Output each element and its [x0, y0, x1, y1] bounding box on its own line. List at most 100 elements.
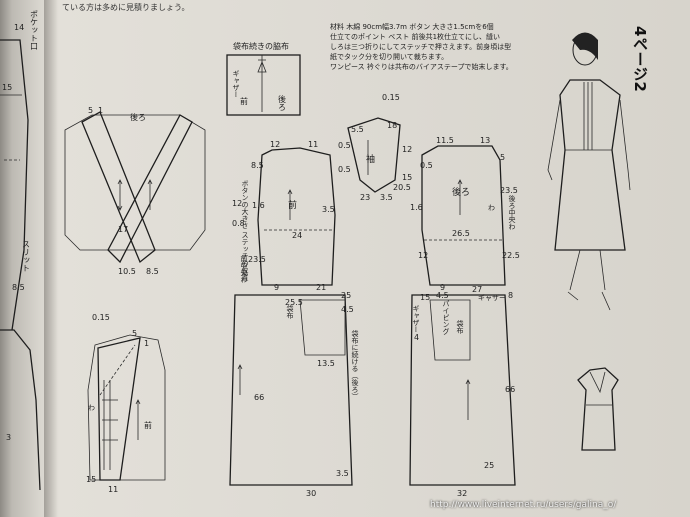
- dress-num: 21: [316, 283, 326, 292]
- vest-num: 8.5: [146, 267, 159, 276]
- left-num: 3: [6, 433, 11, 442]
- sleeve-num: 12: [402, 145, 412, 154]
- label-pocket-back: 袋布: [456, 319, 464, 335]
- label-front-vest: 前: [144, 420, 152, 430]
- label-back-vest: 後ろ: [130, 112, 146, 122]
- dress-back-num: 4.5: [436, 291, 449, 300]
- vest-num: 0.15: [92, 313, 110, 322]
- dress-back-num: 15: [420, 293, 430, 302]
- label-back-dress: 後ろ: [452, 186, 470, 198]
- dress-num: 0.8: [232, 219, 245, 228]
- materials-line: しろは三つ折りにしてステッチで押さえます。前身頃は型: [330, 43, 512, 51]
- page-fold-shadow: [44, 0, 58, 517]
- sleeve-num: 23: [360, 193, 370, 202]
- dress-back-num: 12: [418, 251, 428, 260]
- label-back: 後ろ: [278, 94, 287, 111]
- left-num: 15: [2, 83, 12, 92]
- vest-num: 15: [86, 475, 96, 484]
- label-back-center: 後ろ中央わ: [508, 194, 516, 230]
- sleeve-num: 15: [402, 173, 412, 182]
- dress-num: 11: [308, 140, 318, 149]
- dress-num: 66: [254, 393, 264, 402]
- dress-num: 12: [270, 140, 280, 149]
- label-button-note: ボタンの大きさ ステッチの位置: [241, 180, 249, 280]
- dress-back-num: 22.5: [502, 251, 520, 260]
- dress-back-num: 9: [440, 283, 445, 292]
- label-gather-front: ギャザー: [412, 305, 420, 333]
- dress-num: 3.5: [336, 469, 349, 478]
- sleeve-num: 5.5: [351, 125, 364, 134]
- dress-back-num: 11.5: [436, 136, 454, 145]
- dress-back-num: 8: [508, 291, 513, 300]
- dress-back-num: 27: [472, 285, 482, 294]
- label-sleeve: 袖: [366, 153, 375, 165]
- page-label: 4ページ2: [631, 26, 649, 92]
- vest-num: 11: [108, 485, 118, 494]
- dress-back-num: 4: [414, 333, 419, 342]
- dress-back-num: 23.5: [500, 186, 518, 195]
- materials-line: 仕立てのポイント ベスト 前後共1枚仕立てにし、縫い: [330, 33, 501, 41]
- materials-text-block: 材料 木綿 90cm幅3.7m ボタン 大きさ1.5cmを6個 仕立てのポイント…: [330, 22, 560, 72]
- vest-num: 17: [118, 225, 128, 234]
- dress-num: 24: [292, 231, 302, 240]
- label-wa: わ: [88, 404, 95, 412]
- label-front: 前: [240, 96, 248, 106]
- dress-num: 13.5: [317, 359, 335, 368]
- label-wa-back: わ: [488, 204, 495, 212]
- pocket-title: 袋布続きの脇布: [233, 41, 289, 51]
- label-gather: ギャザー: [232, 70, 240, 98]
- dress-back-num: 0.5: [420, 161, 433, 170]
- vest-num: 1: [144, 339, 149, 348]
- dress-num: 25: [341, 291, 351, 300]
- sleeve-num: 0.5: [338, 141, 351, 150]
- vest-front-piece: 前 0.15 5 1 15 11 わ: [86, 313, 166, 494]
- label-pocket-cont: 袋布に続ける（後ろ）: [351, 329, 359, 400]
- vest-back-piece: 後ろ 5 1 17 10.5 8.5: [64, 106, 206, 276]
- vest-num: 5: [132, 329, 137, 338]
- left-num: 8.5: [12, 283, 25, 292]
- label-pocket: 袋布: [286, 304, 294, 320]
- label-front-dress: 前: [288, 199, 297, 211]
- dress-num: 4.5: [341, 305, 354, 314]
- left-num: 14: [14, 23, 24, 32]
- dress-back-num: 13: [480, 136, 490, 145]
- header-text: ている方は多めに見積りましょう。: [62, 3, 190, 12]
- label-front-center: 前中央わ: [240, 254, 248, 283]
- vest-num: 5: [88, 106, 93, 115]
- vest-num: 1: [98, 106, 103, 115]
- label-gather-back: ギャザー: [478, 294, 506, 302]
- dress-back-piece: 後ろ 後ろ中央わ ギャザー ギャザー パイピング 袋布 わ 11.5 13 5 …: [409, 136, 520, 498]
- dress-num: 23.5: [248, 255, 266, 264]
- dress-back-num: 26.5: [452, 229, 470, 238]
- pocket-side-piece: 袋布続きの脇布 ギャザー 前 後ろ: [226, 41, 301, 116]
- dress-back-num: 1.6: [410, 203, 423, 212]
- dress-num: 9: [274, 283, 279, 292]
- dress-num: 3.5: [322, 205, 335, 214]
- fashion-illustration: [547, 32, 631, 451]
- dress-num: 1.6: [252, 201, 265, 210]
- dress-back-num: 25: [484, 461, 494, 470]
- label-pocket-mouth: ポケット口: [30, 10, 39, 50]
- dress-back-num: 5: [500, 153, 505, 162]
- sleeve-num: 0.5: [338, 165, 351, 174]
- sleeve-num: 20.5: [393, 183, 411, 192]
- dress-num: 30: [306, 489, 316, 498]
- sleeve-piece: 袖 0.15 5.5 18 0.5 23 3.5 20.5 12 15 0.5: [338, 93, 412, 202]
- sleeve-num: 0.15: [382, 93, 400, 102]
- dress-num: 12: [232, 199, 242, 208]
- left-page-pattern: 14 15 8.5 3 スリット ポケット口: [0, 10, 41, 491]
- materials-line: ワンピース 衿ぐりは共布のバイアステープで始末します。: [330, 63, 513, 71]
- materials-line: 材料 木綿 90cm幅3.7m ボタン 大きさ1.5cmを6個: [330, 23, 494, 31]
- vest-num: 10.5: [118, 267, 136, 276]
- sleeve-num: 3.5: [380, 193, 393, 202]
- materials-line: 紙でタック分を切り開いて裁ちます。: [330, 53, 449, 61]
- label-piping: パイピング: [442, 300, 450, 335]
- dress-back-num: 32: [457, 489, 467, 498]
- dress-front-piece: 前 ボタンの大きさ ステッチの位置 前中央わ 袋布 袋布に続ける（後ろ） 12 …: [229, 140, 359, 498]
- sleeve-num: 18: [387, 121, 397, 130]
- watermark: http://www.liveinternet.ru/users/galina_…: [430, 500, 617, 510]
- label-slit: スリット: [22, 240, 31, 272]
- dress-back-num: 66: [505, 385, 515, 394]
